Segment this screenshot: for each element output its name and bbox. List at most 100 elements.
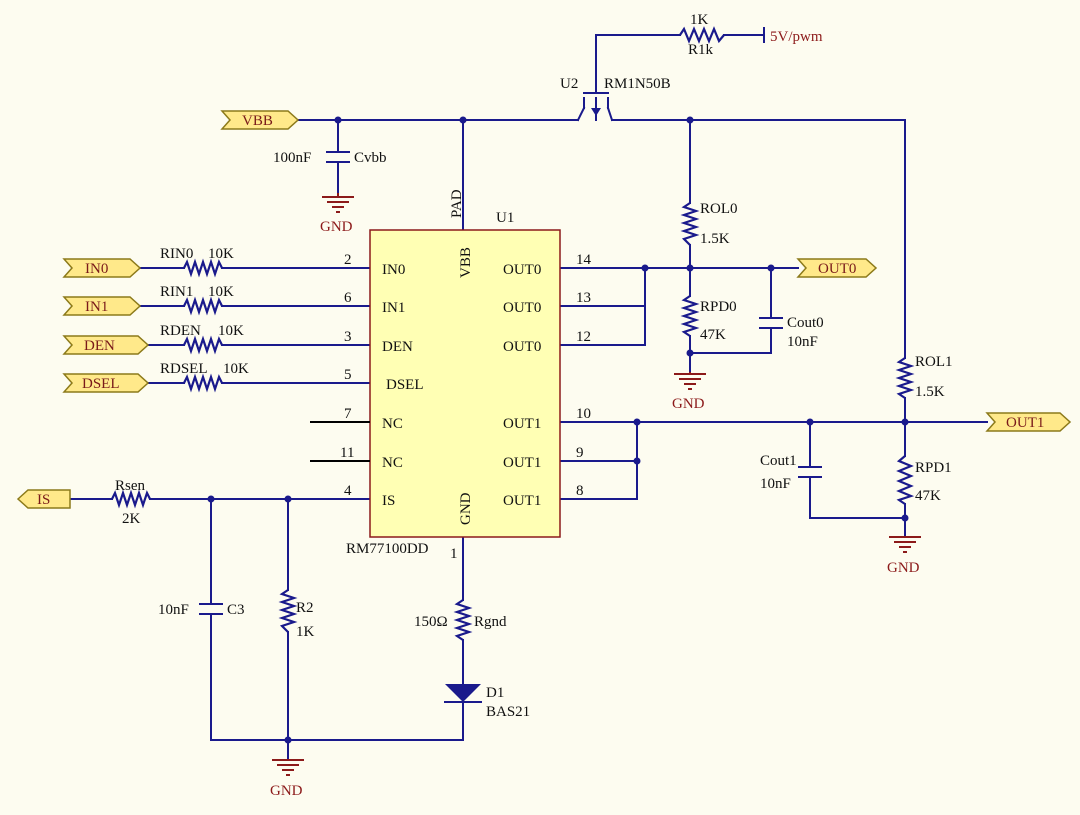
r1k-ref: R1k xyxy=(688,42,714,58)
port-out1: OUT1 xyxy=(985,412,1072,432)
port-pwm-label: 5V/pwm xyxy=(770,29,823,45)
pin-out0a-number: 14 xyxy=(576,252,592,268)
rin1-ref: RIN1 xyxy=(160,284,193,300)
port-is-label: IS xyxy=(37,492,50,508)
gnd-label-4: GND xyxy=(270,783,303,799)
mosfet-arrow-icon xyxy=(591,108,601,116)
pin-vbb-label: VBB xyxy=(458,247,474,278)
pin-in1-number: 6 xyxy=(344,290,352,306)
resistor-rden: RDEN 10K xyxy=(160,323,244,355)
pin-out1a-label: OUT1 xyxy=(503,416,541,432)
rpd1-ref: RPD1 xyxy=(915,460,952,476)
pin-out1c-number: 8 xyxy=(576,483,584,499)
pin-out0b-number: 13 xyxy=(576,290,591,306)
cout1-value: 10nF xyxy=(760,476,791,492)
pin-out0c-label: OUT0 xyxy=(503,339,541,355)
port-in0: IN0 xyxy=(62,258,142,278)
port-out0-label: OUT0 xyxy=(818,261,856,277)
cout0-ref: Cout0 xyxy=(787,315,824,331)
pin-dsel-number: 5 xyxy=(344,367,352,383)
rol1-value: 1.5K xyxy=(915,384,945,400)
resistor-rpd0: RPD0 47K xyxy=(680,295,737,343)
pin-nc7-number: 7 xyxy=(344,406,352,422)
rdsel-ref: RDSEL xyxy=(160,361,208,377)
port-vbb: VBB xyxy=(220,110,300,130)
capacitor-c3: 10nF C3 xyxy=(158,602,245,618)
rin0-ref: RIN0 xyxy=(160,246,193,262)
port-dsel: DSEL xyxy=(62,373,150,393)
port-den-label: DEN xyxy=(84,338,115,354)
capacitor-cvbb: 100nF Cvbb xyxy=(273,150,387,166)
ic-u1: U1 RM77100DD PAD VBB GND 1 2 6 3 5 7 11 … xyxy=(310,189,592,562)
pin-out1b-number: 9 xyxy=(576,445,584,461)
cout0-value: 10nF xyxy=(787,334,818,350)
resistor-rdsel: RDSEL 10K xyxy=(160,361,249,393)
wires xyxy=(69,27,988,761)
capacitor-cout1: Cout1 10nF xyxy=(760,453,822,492)
pin-nc11-number: 11 xyxy=(340,445,354,461)
pin-nc7-label: NC xyxy=(382,416,403,432)
resistor-rsen: Rsen 2K xyxy=(111,478,151,527)
pin-dsel-label: DSEL xyxy=(386,377,424,393)
gnd-label-3: GND xyxy=(887,560,920,576)
rsen-ref: Rsen xyxy=(115,478,146,494)
resistor-rol0: ROL0 1.5K xyxy=(680,201,738,247)
pin-out0b-label: OUT0 xyxy=(503,300,541,316)
cvbb-ref: Cvbb xyxy=(354,150,387,166)
pin-is-label: IS xyxy=(382,493,395,509)
rden-ref: RDEN xyxy=(160,323,201,339)
gnd-label-1: GND xyxy=(320,219,353,235)
c3-ref: C3 xyxy=(227,602,245,618)
r2-value: 1K xyxy=(296,624,315,640)
rol0-ref: ROL0 xyxy=(700,201,738,217)
d1-ref: D1 xyxy=(486,685,504,701)
ground-symbol-out0: GND xyxy=(672,372,706,412)
mosfet-ref: U2 xyxy=(560,76,578,92)
rdsel-value: 10K xyxy=(223,361,249,377)
pin-is-number: 4 xyxy=(344,483,352,499)
resistor-rgnd: 150Ω Rgnd xyxy=(414,599,507,641)
capacitor-cout0: Cout0 10nF xyxy=(759,315,824,350)
rsen-value: 2K xyxy=(122,511,141,527)
pin-pad-label: PAD xyxy=(449,189,465,218)
cout1-ref: Cout1 xyxy=(760,453,797,469)
rol1-ref: ROL1 xyxy=(915,354,953,370)
rin0-value: 10K xyxy=(208,246,234,262)
port-vbb-label: VBB xyxy=(242,113,273,129)
junction-dots xyxy=(207,116,909,744)
resistor-r1k: 1K R1k xyxy=(679,12,725,58)
resistor-rol1: ROL1 1.5K xyxy=(895,354,953,400)
pin-out0c-number: 12 xyxy=(576,329,591,345)
port-out0: OUT0 xyxy=(796,258,878,278)
rden-value: 10K xyxy=(218,323,244,339)
ic-part: RM77100DD xyxy=(346,541,429,557)
resistor-r2: R2 1K xyxy=(278,589,315,640)
cvbb-value: 100nF xyxy=(273,150,311,166)
pin-in0-number: 2 xyxy=(344,252,352,268)
pin-out1b-label: OUT1 xyxy=(503,455,541,471)
rol0-value: 1.5K xyxy=(700,231,730,247)
port-out1-label: OUT1 xyxy=(1006,415,1044,431)
rpd0-value: 47K xyxy=(700,327,726,343)
ground-symbol-is: GND xyxy=(270,759,304,799)
diode-d1: D1 BAS21 xyxy=(444,684,530,720)
pin-gnd-number: 1 xyxy=(450,546,458,562)
port-dsel-label: DSEL xyxy=(82,376,120,392)
pin-out1a-number: 10 xyxy=(576,406,591,422)
port-is: IS xyxy=(16,489,71,509)
port-in0-label: IN0 xyxy=(85,261,108,277)
ic-ref: U1 xyxy=(496,210,514,226)
pin-in1-label: IN1 xyxy=(382,300,405,316)
resistor-rpd1: RPD1 47K xyxy=(896,455,952,505)
gnd-label-2: GND xyxy=(672,396,705,412)
pin-nc11-label: NC xyxy=(382,455,403,471)
pin-gnd-label: GND xyxy=(458,492,474,525)
mosfet-part: RM1N50B xyxy=(604,76,671,92)
r2-ref: R2 xyxy=(296,600,314,616)
mosfet-u2: U2 RM1N50B xyxy=(560,76,671,122)
rpd1-value: 47K xyxy=(915,488,941,504)
port-in1-label: IN1 xyxy=(85,299,108,315)
port-in1: IN1 xyxy=(62,296,142,316)
port-den: DEN xyxy=(62,335,150,355)
rgnd-value: 150Ω xyxy=(414,614,448,630)
